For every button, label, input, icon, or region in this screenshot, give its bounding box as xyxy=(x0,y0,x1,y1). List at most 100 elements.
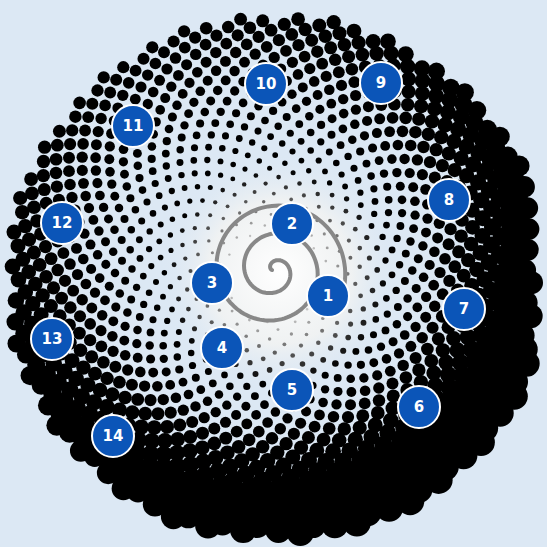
spiral-dot xyxy=(417,141,429,153)
spiral-dot xyxy=(313,90,323,100)
spiral-dot xyxy=(302,97,311,106)
spiral-dot xyxy=(104,154,114,164)
callout-circle: 13 xyxy=(30,317,74,361)
spiral-dot xyxy=(71,243,82,254)
callout-circle: 11 xyxy=(111,104,155,148)
spiral-dot xyxy=(362,116,372,126)
spiral-dot xyxy=(306,308,309,311)
spiral-dot xyxy=(359,398,371,410)
spiral-dot xyxy=(94,226,103,235)
spiral-dot xyxy=(422,128,435,141)
spiral-dot xyxy=(149,167,157,175)
spiral-dot xyxy=(183,256,187,260)
spiral-dot xyxy=(190,401,200,411)
spiral-dot xyxy=(182,213,187,218)
spiral-dot xyxy=(261,117,269,125)
spiral-dot xyxy=(336,80,347,91)
spiral-dot xyxy=(51,264,64,277)
spiral-dot xyxy=(208,131,215,138)
spiral-dot xyxy=(213,86,222,95)
spiral-dot xyxy=(251,410,261,420)
spiral-dot xyxy=(152,407,165,420)
spiral-dot xyxy=(95,325,106,336)
spiral-dot xyxy=(220,38,232,50)
spiral-dot xyxy=(394,303,402,311)
spiral-dot xyxy=(292,39,304,51)
spiral-dot xyxy=(280,45,292,57)
spiral-dot xyxy=(241,123,248,130)
spiral-dot xyxy=(324,84,335,95)
spiral-dot xyxy=(146,228,152,234)
callout-circle: 5 xyxy=(270,368,314,412)
spiral-dot xyxy=(96,340,108,352)
spiral-dot xyxy=(234,13,247,26)
spiral-dot xyxy=(517,239,539,261)
spiral-dot xyxy=(337,141,345,149)
spiral-dot xyxy=(220,229,223,232)
spiral-dot xyxy=(401,277,409,285)
spiral-dot xyxy=(133,353,143,363)
spiral-dot xyxy=(353,282,357,286)
spiral-dot xyxy=(147,420,162,435)
spiral-dot xyxy=(283,113,291,121)
spiral-dot xyxy=(169,307,175,313)
spiral-dot xyxy=(46,415,67,436)
spiral-dot xyxy=(259,381,266,388)
spiral-dot xyxy=(53,125,66,138)
spiral-dot xyxy=(142,69,153,80)
spiral-dot xyxy=(363,160,371,168)
spiral-dot xyxy=(287,90,296,99)
dot-field xyxy=(5,12,543,546)
spiral-dot xyxy=(183,430,197,444)
spiral-dot xyxy=(248,319,251,322)
spiral-dot xyxy=(406,237,414,245)
spiral-dot xyxy=(92,178,102,188)
spiral-dot xyxy=(170,216,175,221)
spiral-dot xyxy=(339,124,348,133)
spiral-dot xyxy=(367,255,372,260)
spiral-dot xyxy=(67,285,79,297)
spiral-dot xyxy=(176,146,183,153)
spiral-dot xyxy=(403,312,412,321)
spiral-dot xyxy=(405,140,417,152)
spiral-dot xyxy=(146,246,152,252)
spiral-dot xyxy=(207,239,210,242)
spiral-dot xyxy=(59,275,71,287)
spiral-dot xyxy=(6,225,21,240)
spiral-dot xyxy=(230,517,256,543)
spiral-dot xyxy=(82,111,94,123)
spiral-dot xyxy=(350,120,359,129)
spiral-dot xyxy=(305,112,313,120)
spiral-dot xyxy=(174,341,181,348)
spiral-dot xyxy=(267,367,273,373)
spiral-dot xyxy=(247,112,255,120)
spiral-dot xyxy=(186,307,191,312)
spiral-dot xyxy=(380,169,388,177)
spiral-dot xyxy=(425,114,439,128)
spiral-dot xyxy=(186,416,198,428)
spiral-dot xyxy=(77,152,88,163)
spiral-dot xyxy=(516,197,538,219)
spiral-dot xyxy=(419,272,429,282)
spiral-dot xyxy=(358,202,364,208)
spiral-dot xyxy=(357,361,365,369)
spiral-dot xyxy=(6,313,23,330)
spiral-dot xyxy=(428,280,439,291)
spiral-dot xyxy=(360,386,371,397)
spiral-dot xyxy=(328,345,333,350)
callout-number: 4 xyxy=(217,341,227,356)
spiral-dot xyxy=(333,333,338,338)
spiral-dot xyxy=(66,124,78,136)
spiral-dot xyxy=(123,308,132,317)
spiral-dot xyxy=(370,288,376,294)
spiral-dot xyxy=(253,426,265,438)
spiral-dot xyxy=(421,228,431,238)
spiral-dot xyxy=(131,393,144,406)
spiral-dot xyxy=(88,215,98,225)
spiral-dot xyxy=(241,402,250,411)
spiral-dot xyxy=(199,412,210,423)
spiral-dot xyxy=(130,94,141,105)
spiral-dot xyxy=(211,407,221,417)
spiral-dot xyxy=(400,330,410,340)
spiral-dot xyxy=(410,211,419,220)
